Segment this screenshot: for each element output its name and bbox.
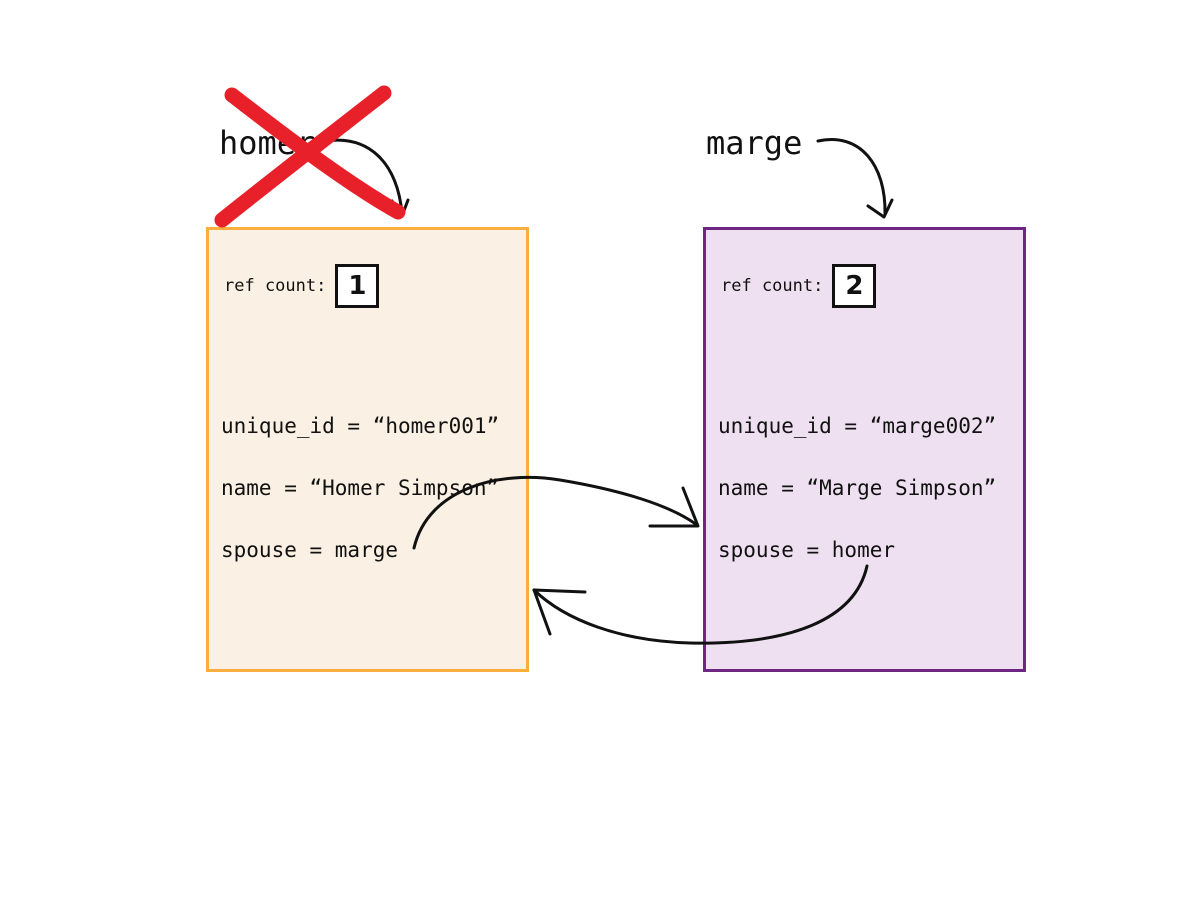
marge-field-spouse: spouse = homer xyxy=(718,538,896,562)
marge-field-name: name = “Marge Simpson” xyxy=(718,476,997,500)
homer-ref-count-value: 1 xyxy=(335,264,380,308)
marge-variable-label: marge xyxy=(706,124,803,162)
marge-ref-count-value: 2 xyxy=(832,264,877,308)
marge-object-box: ref count: 2 unique_id = “marge002” name… xyxy=(703,227,1026,672)
homer-ref-count-label: ref count: xyxy=(224,276,327,296)
homer-field-spouse: spouse = marge xyxy=(221,538,399,562)
homer-object-box: ref count: 1 unique_id = “homer001” name… xyxy=(206,227,529,672)
homer-field-unique-id: unique_id = “homer001” xyxy=(221,414,500,438)
marge-field-unique-id: unique_id = “marge002” xyxy=(718,414,997,438)
marge-reference-arrow-icon xyxy=(816,138,894,219)
homer-reference-arrow-icon xyxy=(318,138,410,218)
homer-ref-count-row: ref count: 1 xyxy=(224,264,380,308)
marge-ref-count-row: ref count: 2 xyxy=(721,264,877,308)
marge-ref-count-label: ref count: xyxy=(721,276,824,296)
homer-variable-label: homer xyxy=(219,124,316,162)
homer-field-name: name = “Homer Simpson” xyxy=(221,476,500,500)
